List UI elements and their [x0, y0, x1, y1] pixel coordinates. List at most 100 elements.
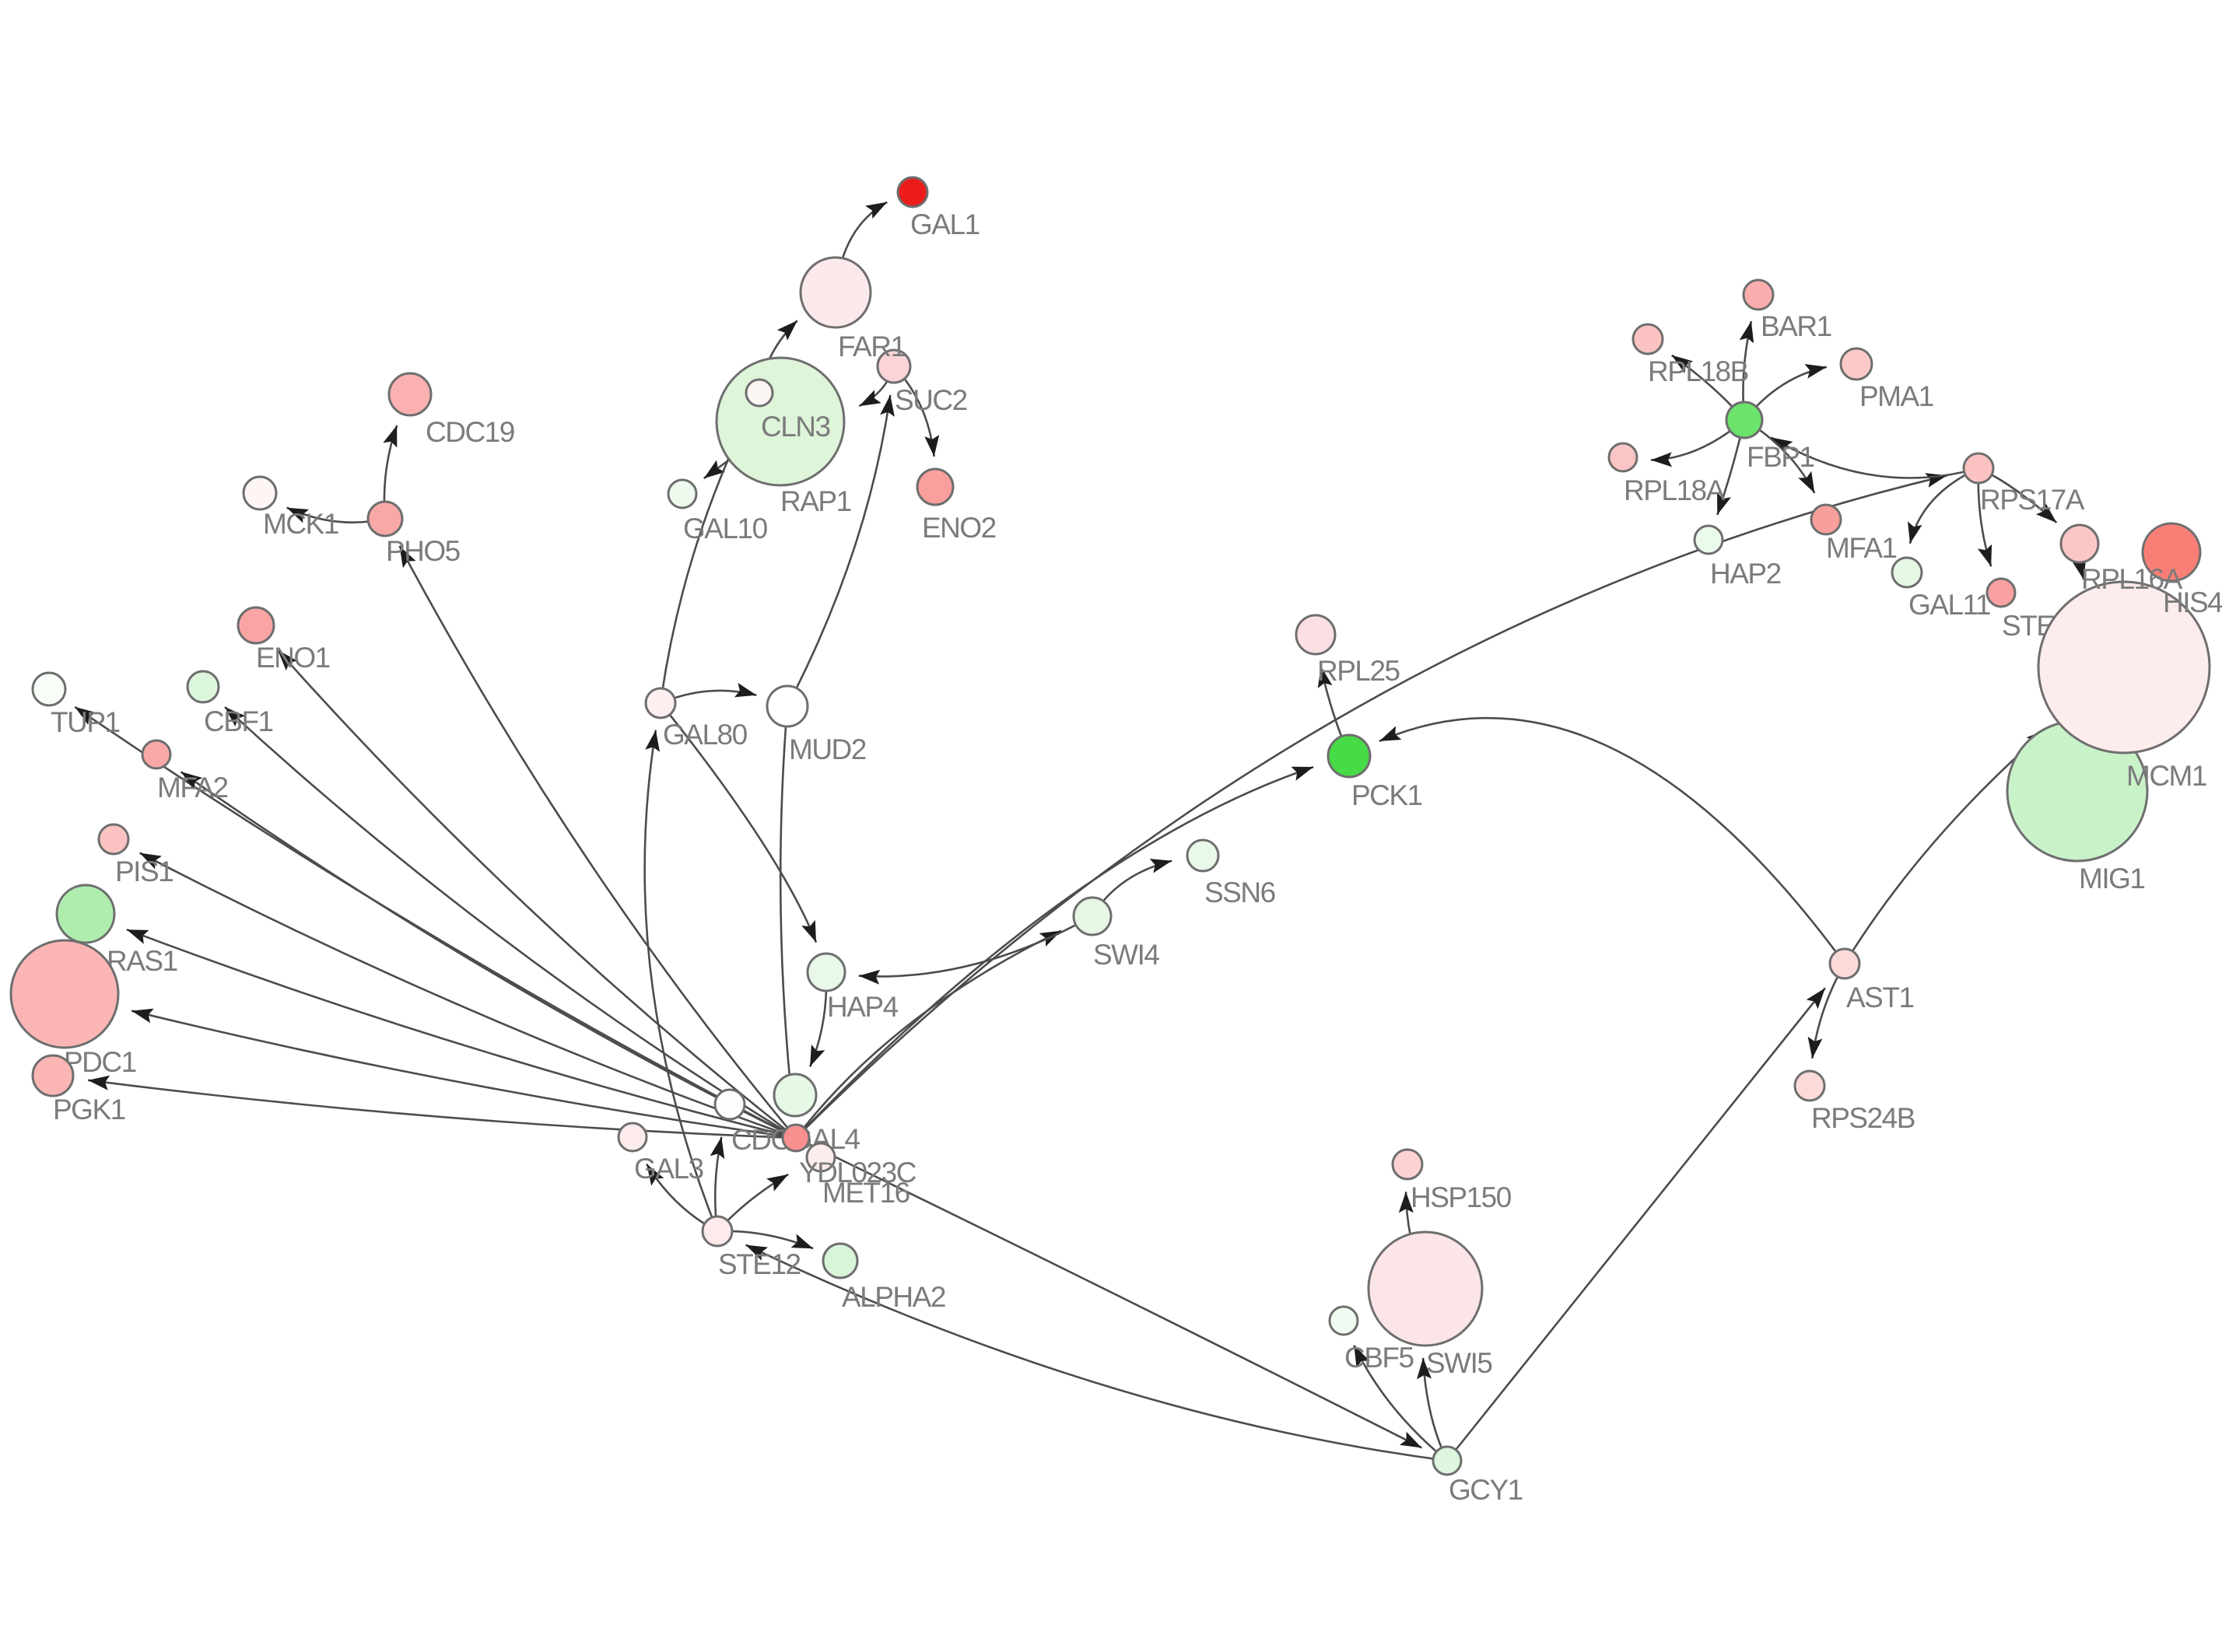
edge-GCY1-STE12[interactable] [745, 1244, 1448, 1462]
edge-line-RPS17A-FBP1[interactable] [1770, 436, 1979, 479]
edge-line-YDL023C-SWI4[interactable] [794, 929, 1062, 1139]
arrowhead-FBP1-MFA1 [1798, 471, 1815, 493]
edge-YDL023C-PDC1[interactable] [131, 1008, 797, 1139]
node-RAS1[interactable] [55, 884, 116, 944]
edge-STE12-GAL80[interactable] [643, 730, 719, 1232]
node-RPL18B[interactable] [1631, 323, 1664, 355]
edge-YDL023C-MFA2[interactable] [180, 771, 797, 1139]
edge-line-MUD2-SUC2[interactable] [786, 394, 892, 707]
edge-line-GCY1-STE12[interactable] [745, 1244, 1448, 1462]
edge-YDL023C-PGK1[interactable] [87, 1075, 797, 1139]
node-HSP150[interactable] [1391, 1148, 1424, 1181]
edge-YDL023C-CBF1[interactable] [224, 706, 797, 1139]
edge-line-YDL023C-GCY1[interactable] [795, 1136, 1422, 1449]
node-ALPHA2[interactable] [822, 1242, 859, 1279]
node-CDC6[interactable] [713, 1088, 746, 1121]
label-RPL25: RPL25 [1317, 655, 1400, 687]
node-GAL4[interactable] [773, 1073, 818, 1118]
edge-line-YDL023C-PIS1[interactable] [138, 852, 797, 1139]
edge-YDL023C-ENO1[interactable] [276, 649, 797, 1139]
node-MCM1[interactable] [2037, 580, 2211, 754]
edge-line-YDL023C-PCK1[interactable] [795, 765, 1314, 1139]
node-RPL25[interactable] [1295, 614, 1337, 656]
edge-YDL023C-RAS1[interactable] [126, 928, 797, 1139]
node-GAL3[interactable] [617, 1122, 648, 1153]
edge-line-YDL023C-PDC1[interactable] [131, 1010, 797, 1139]
edge-line-YDL023C-PHO5[interactable] [398, 545, 797, 1139]
node-RPS17A[interactable] [1962, 452, 1995, 485]
node-RPS24B[interactable] [1793, 1069, 1826, 1102]
edge-GCY1-CBF5[interactable] [1353, 1345, 1448, 1462]
edge-YDL023C-GCY1[interactable] [795, 1136, 1422, 1449]
edge-YDL023C-PCK1[interactable] [795, 765, 1314, 1139]
edge-RPS17A-FBP1[interactable] [1770, 436, 1979, 479]
node-GAL11[interactable] [1891, 556, 1923, 589]
node-FAR1[interactable] [799, 256, 872, 329]
edge-GAL80-HAP4[interactable] [659, 702, 818, 943]
node-STE12[interactable] [701, 1215, 734, 1248]
node-PIS1[interactable] [97, 823, 130, 856]
node-GCY1[interactable] [1432, 1445, 1463, 1476]
edge-line-YDL023C-CBF1[interactable] [224, 706, 797, 1139]
node-RPL18A[interactable] [1607, 442, 1638, 473]
edge-line-MUD2-YDL023C[interactable] [779, 705, 794, 1114]
node-SWI5[interactable] [1367, 1230, 1484, 1347]
node-SUC2[interactable] [876, 348, 912, 384]
node-CLN3[interactable] [745, 378, 774, 408]
node-AST1[interactable] [1828, 947, 1861, 980]
node-YDL023C[interactable] [781, 1123, 811, 1153]
label-GAL80: GAL80 [663, 719, 748, 751]
edge-line-YDL023C-PGK1[interactable] [87, 1079, 797, 1139]
node-PHO5[interactable] [366, 500, 404, 537]
node-STE2[interactable] [1985, 577, 2017, 608]
node-HAP2[interactable] [1693, 524, 1724, 555]
edge-line-SWI4-HAP4[interactable] [858, 915, 1093, 978]
node-SSN6[interactable] [1186, 838, 1220, 873]
edge-YDL023C-PIS1[interactable] [138, 852, 797, 1139]
node-MCK1[interactable] [242, 475, 278, 511]
node-group-RPL16A: RPL16A [2059, 523, 2184, 595]
node-PCK1[interactable] [1327, 733, 1372, 779]
edge-line-AST1-PCK1[interactable] [1379, 717, 1846, 964]
edge-AST1-PCK1[interactable] [1379, 717, 1846, 964]
node-group-RPS24B: RPS24B [1793, 1069, 1915, 1134]
edge-line-GCY1-AST1[interactable] [1446, 987, 1826, 1461]
node-MET16[interactable] [805, 1142, 836, 1173]
node-MFA1[interactable] [1810, 503, 1842, 536]
node-MFA2[interactable] [141, 739, 172, 770]
node-GAL1[interactable] [896, 176, 929, 208]
top-labels-layer: HIS4 [2163, 586, 2222, 618]
node-group-MUD2: MUD2 [766, 684, 867, 765]
node-HIS4[interactable] [2141, 522, 2202, 583]
label-CBF1: CBF1 [204, 705, 273, 737]
node-PDC1[interactable] [9, 939, 120, 1049]
node-ENO2[interactable] [916, 467, 955, 506]
node-CBF5[interactable] [1328, 1305, 1359, 1336]
edge-line-YDL023C-RPS17A[interactable] [795, 474, 1947, 1139]
edge-line-GAL80-HAP4[interactable] [659, 702, 818, 943]
node-MUD2[interactable] [766, 684, 809, 728]
node-CDC19[interactable] [387, 372, 433, 417]
edge-YDL023C-PHO5[interactable] [398, 545, 797, 1139]
node-CBF1[interactable] [186, 670, 220, 704]
edge-line-YDL023C-MFA2[interactable] [180, 771, 797, 1139]
node-FBP1[interactable] [1725, 401, 1764, 439]
edge-MUD2-SUC2[interactable] [786, 394, 895, 707]
node-ENO1[interactable] [237, 606, 275, 645]
node-PMA1[interactable] [1839, 347, 1873, 381]
edge-line-STE12-GAL80[interactable] [643, 730, 719, 1232]
node-GAL80[interactable] [644, 687, 677, 719]
arrowhead-SUC2-RAP1 [859, 390, 881, 407]
node-RPL16A[interactable] [2059, 523, 2100, 564]
node-BAR1[interactable] [1742, 278, 1775, 311]
edge-line-YDL023C-RAS1[interactable] [126, 928, 797, 1139]
node-TUP1[interactable] [31, 671, 67, 707]
edge-line-YDL023C-ENO1[interactable] [276, 649, 797, 1139]
node-GAL10[interactable] [667, 478, 698, 509]
edge-SWI4-HAP4[interactable] [858, 915, 1093, 985]
node-HAP4[interactable] [806, 952, 846, 992]
node-SWI4[interactable] [1072, 896, 1113, 936]
edge-GCY1-AST1[interactable] [1446, 987, 1826, 1461]
node-PGK1[interactable] [31, 1054, 75, 1097]
